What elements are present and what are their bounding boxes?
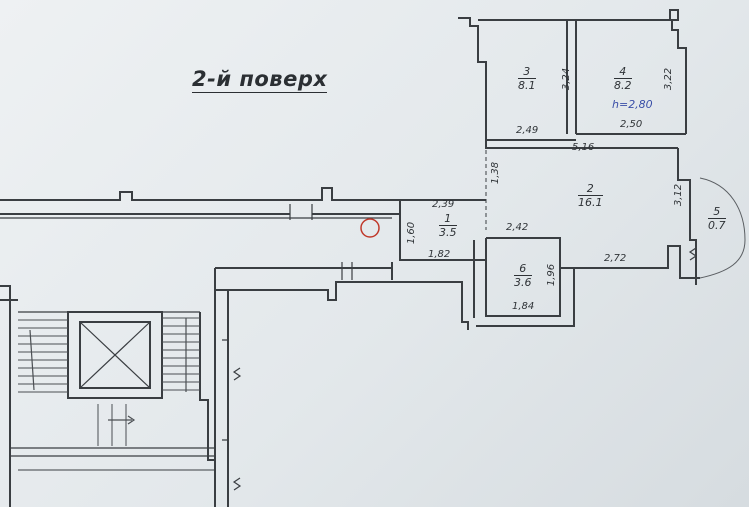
wall-room3-left: [458, 17, 487, 140]
door-tick-1: [289, 204, 313, 220]
dim-room4-height: 3,22: [663, 67, 675, 91]
room-2-label: 2 16.1: [578, 182, 603, 209]
dim-room3-width: 2,49: [516, 125, 539, 136]
wall-corridor-lower: [215, 262, 393, 269]
column-top-right: [669, 9, 679, 21]
dim-room6-bottom: 1,84: [512, 301, 535, 312]
lift-shaft-outer: [67, 311, 163, 399]
dim-room3-height: 3,24: [561, 67, 573, 91]
lift-shaft-cross: [79, 321, 151, 389]
dim-room2-width: 5,16: [572, 142, 595, 153]
dim-room6-height: 1,96: [546, 263, 558, 287]
wall-room6: [485, 237, 561, 317]
dim-room1-width: 2,39: [432, 199, 455, 210]
dim-room4-width: 2,50: [620, 119, 643, 130]
room-5-label: 5 0.7: [708, 205, 726, 232]
dim-room2-left: 1,38: [490, 161, 502, 185]
dim-room1-bottom: 1,82: [428, 249, 451, 260]
wall-room2-right: [677, 148, 697, 285]
room-6-label: 6 3.6: [514, 262, 532, 289]
dim-room6-top: 2,42: [506, 222, 529, 233]
room-4-label: 4 8.2: [614, 65, 632, 92]
ceiling-height-label: h=2,80: [612, 98, 653, 111]
wall-core-right: [199, 312, 215, 461]
stair-treads: [18, 317, 200, 446]
wall-lower-hall-top: [228, 281, 469, 330]
marker-circle: [360, 218, 380, 238]
wall-room4-right: [671, 20, 687, 134]
wall-landing: [10, 447, 215, 457]
dim-room2-right: 3,12: [673, 183, 685, 207]
room5-boundary: [699, 177, 746, 279]
break-marks: [232, 247, 698, 491]
wall-room1: [399, 199, 486, 261]
wall-room3-4-divider: [566, 20, 577, 134]
wall-room2-top: [485, 140, 678, 149]
wall-room2-bottom: [560, 245, 700, 279]
wall-lower-hall-inner: [222, 339, 228, 441]
wall-corridor-top: [0, 187, 400, 201]
room-1-label: 1 3.5: [439, 212, 457, 239]
room-3-label: 3 8.1: [518, 65, 536, 92]
wall-core-left: [0, 285, 18, 507]
wall-lower-block: [214, 268, 229, 507]
lift-shaft-inner: [79, 321, 151, 389]
door-tick-2: [341, 262, 353, 280]
dim-room2-bottom: 2,72: [604, 253, 627, 264]
plan-title: 2-й поверх: [192, 67, 328, 93]
dim-room1-height: 1,60: [406, 221, 418, 245]
wall-room6-outer: [473, 240, 575, 327]
